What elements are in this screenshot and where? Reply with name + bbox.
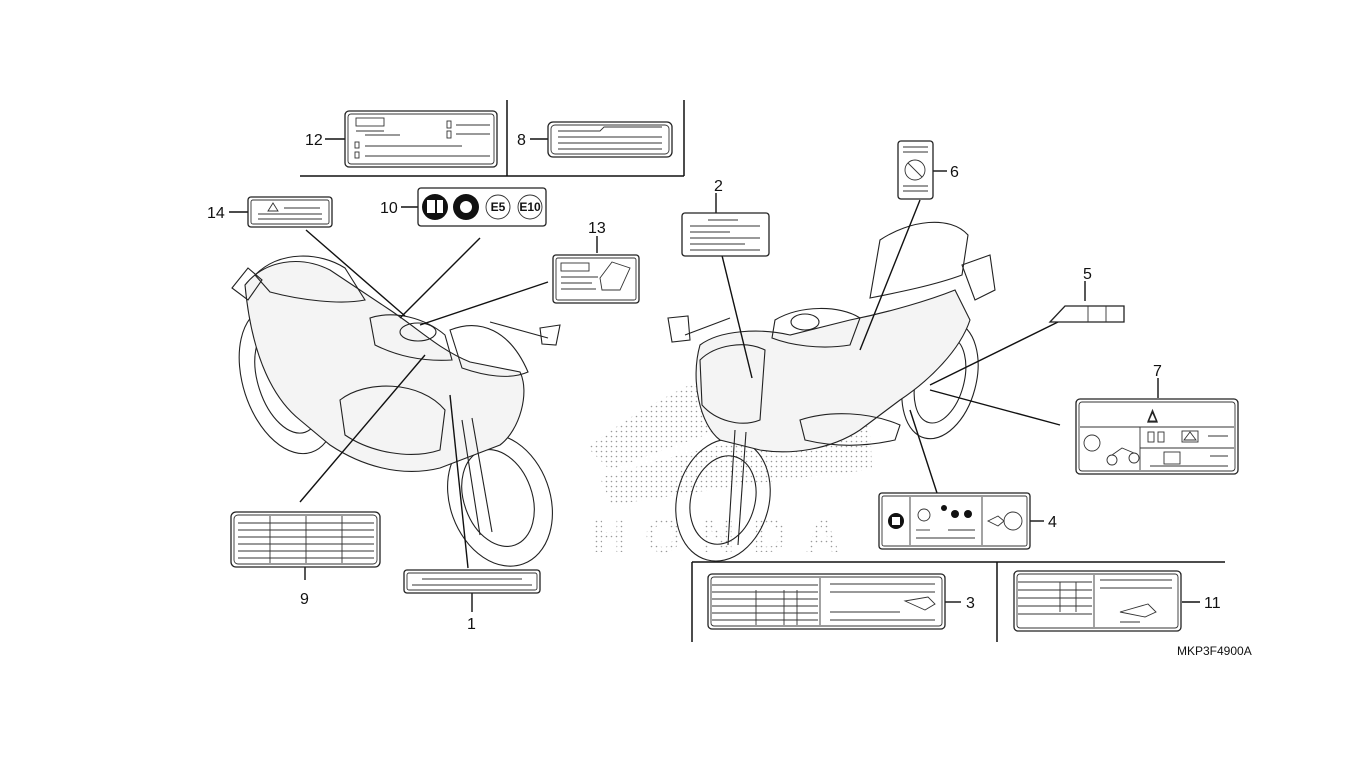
e10-fuel-icon <box>517 194 543 220</box>
callout-5: 5 <box>1083 266 1092 283</box>
callout-1: 1 <box>467 616 476 633</box>
callout-7: 7 <box>1153 363 1162 380</box>
label-14 <box>247 196 333 228</box>
label-1 <box>403 569 541 594</box>
section-separators <box>300 100 1225 642</box>
callout-11: 11 <box>1204 595 1221 612</box>
callout-9: 9 <box>300 591 309 608</box>
tire-icon <box>1083 434 1101 452</box>
diagram-code: MKP3F4900A <box>1177 644 1252 658</box>
leader-lines <box>229 138 1200 612</box>
motorcycle-icon <box>951 510 959 518</box>
callout-10: 10 <box>380 200 398 217</box>
chain-icon <box>1119 603 1157 618</box>
label-11 <box>1013 570 1182 632</box>
chain-slack-icon <box>917 508 931 522</box>
motorcycle-right-view <box>667 221 996 562</box>
label-3 <box>707 573 946 630</box>
callout-4: 4 <box>1048 514 1057 531</box>
watermark-text: HONDA <box>592 510 858 563</box>
label-2 <box>681 212 770 257</box>
label-13 <box>552 254 640 304</box>
label-7 <box>1075 398 1239 475</box>
chain-adjust-icon <box>903 596 936 611</box>
label-12 <box>344 110 498 168</box>
callout-2: 2 <box>714 178 723 195</box>
label-5 <box>1048 305 1125 323</box>
e10-text: E10 <box>519 200 541 214</box>
prohibition-icon <box>904 159 926 181</box>
callout-6: 6 <box>950 164 959 181</box>
callout-12: 12 <box>305 132 323 149</box>
motorcycle-left-view <box>231 255 561 567</box>
callout-14: 14 <box>207 205 225 222</box>
e5-text: E5 <box>491 200 506 214</box>
rider-icon <box>941 505 947 511</box>
label-8 <box>547 121 673 158</box>
load-icon <box>1183 431 1197 441</box>
callout-8: 8 <box>517 132 526 149</box>
label-6 <box>897 140 934 200</box>
e5-fuel-icon <box>485 194 511 220</box>
label-10: E5 E10 <box>417 187 547 227</box>
label-9 <box>230 511 381 568</box>
callout-3: 3 <box>966 595 975 612</box>
callout-numbers: 12 8 14 10 13 9 1 2 6 5 7 4 3 11 <box>207 132 1221 633</box>
callout-13: 13 <box>588 220 606 237</box>
wrench-icon <box>599 261 631 291</box>
label-4 <box>878 492 1031 550</box>
